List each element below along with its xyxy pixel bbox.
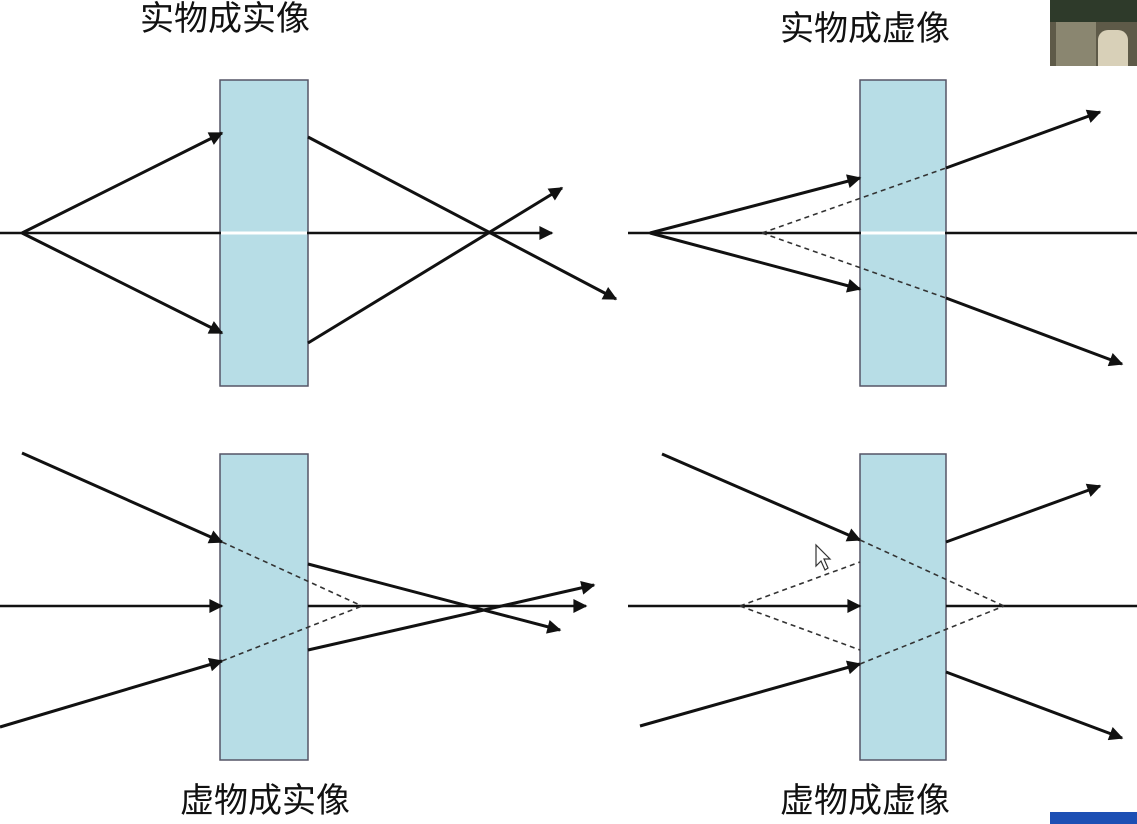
incident-ray-upper xyxy=(649,174,862,235)
lens-plate xyxy=(219,453,309,761)
webcam-thumbnail[interactable] xyxy=(1050,0,1137,66)
incident-ray-lower xyxy=(21,231,224,335)
panel-virtual-object-real-image: 虚物成实像 xyxy=(0,451,596,821)
incident-ray-upper xyxy=(21,131,224,235)
virtual-extension-upper xyxy=(761,167,947,234)
virtual-image-extension-lower xyxy=(739,605,861,651)
incident-ray-lower xyxy=(639,660,862,728)
emergent-ray-lower xyxy=(307,186,564,345)
emergent-ray-upper xyxy=(945,109,1102,170)
mouse-cursor-icon xyxy=(815,543,832,571)
virtual-extension-lower xyxy=(761,232,947,299)
caption-real-object-virtual-image: 实物成虚像 xyxy=(780,9,950,49)
caption-virtual-object-virtual-image: 虚物成虚像 xyxy=(780,781,950,821)
emergent-ray-upper xyxy=(945,483,1102,544)
incident-ray-lower xyxy=(0,657,224,729)
virtual-object-extension-lower xyxy=(221,605,363,662)
emergent-ray-upper xyxy=(307,562,562,634)
caption-virtual-object-real-image: 虚物成实像 xyxy=(180,781,350,821)
lens-plate xyxy=(859,453,947,761)
incident-ray-upper xyxy=(661,452,862,542)
emergent-ray-upper xyxy=(307,135,618,301)
virtual-object-extension-lower xyxy=(859,605,1005,665)
webcam-background xyxy=(1056,22,1096,66)
emergent-ray-lower xyxy=(945,670,1124,741)
virtual-object-extension-upper xyxy=(221,541,363,607)
webcam-background xyxy=(1050,0,1137,22)
virtual-image-extension-upper xyxy=(739,561,861,607)
incident-ray-upper xyxy=(21,451,224,544)
corner-toolbar-strip[interactable] xyxy=(1050,812,1137,824)
incident-ray-lower xyxy=(649,231,862,293)
caption-real-object-real-image: 实物成实像 xyxy=(140,0,310,39)
webcam-person xyxy=(1098,30,1128,66)
panel-virtual-object-virtual-image: 虚物成虚像 xyxy=(628,452,1137,821)
emergent-ray-lower xyxy=(307,580,596,652)
panel-real-object-real-image: 实物成实像 xyxy=(0,0,618,387)
emergent-ray-lower xyxy=(945,296,1124,367)
panel-real-object-virtual-image: 实物成虚像 xyxy=(628,9,1137,387)
